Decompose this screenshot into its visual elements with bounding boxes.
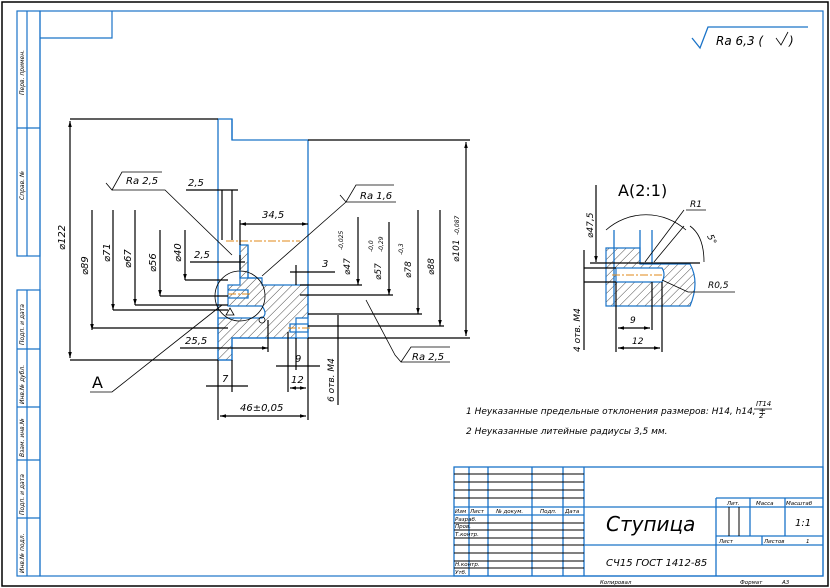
side-label-4: Взам. инв.№ — [19, 418, 26, 457]
tb-header-sign: Подп. — [540, 509, 557, 515]
tb-format-label: Формат — [740, 580, 763, 586]
tb-scale-label: Масштаб — [786, 501, 813, 507]
roughness-ra25-right: Ra 2,5 — [412, 352, 444, 363]
dim-d56: ⌀56 — [148, 253, 159, 272]
tb-mass-label: Масса — [756, 501, 774, 507]
detail-dim-12: 12 — [632, 337, 644, 347]
side-label-0: Перв. примен. — [19, 50, 26, 95]
side-label-6: Инв.№ подл. — [19, 533, 26, 573]
detail-dim-angle: 5° — [704, 233, 717, 247]
side-label-3: Инв.№ дубл. — [19, 365, 26, 404]
side-label-1: Справ. № — [19, 171, 26, 200]
svg-text:-0,29: -0,29 — [378, 236, 385, 252]
side-strip — [16, 10, 41, 577]
dim-d57: ⌀57 — [374, 263, 384, 280]
dim-d122: ⌀122 — [57, 225, 68, 250]
tb-material: СЧ15 ГОСТ 1412-85 — [606, 558, 707, 569]
dim-2-5-top: 2,5 — [188, 178, 204, 189]
dim-2-5-mid: 2,5 — [194, 250, 210, 261]
svg-text:2: 2 — [759, 412, 764, 420]
svg-text:IT14: IT14 — [756, 400, 771, 408]
detail-dim-4-holes-m4: 4 отв. M4 — [573, 308, 583, 352]
side-label-2: Подп. и дата — [19, 304, 26, 345]
general-roughness-text: Ra 6,3 ( — [716, 34, 764, 48]
drawing-frame — [39, 10, 824, 577]
dim-34-5: 34,5 — [262, 210, 284, 221]
general-roughness-symbol: Ra 6,3 ( ) — [691, 26, 808, 50]
note-1: 1 Неуказанные предельные отклонения разм… — [466, 407, 766, 417]
detail-dim-d47-5: ⌀47,5 — [586, 212, 596, 238]
main-view: ⌀122 ⌀89 ⌀71 ⌀67 ⌀56 ⌀40 2,5 2,5 34,5 3 — [57, 118, 470, 420]
tb-header-doc: № докум. — [495, 509, 523, 515]
dim-d67: ⌀67 — [123, 249, 134, 268]
dim-d47: ⌀47 — [343, 258, 353, 275]
tb-part-name: Ступица — [606, 512, 695, 536]
svg-text:-0,3: -0,3 — [398, 243, 405, 255]
dim-3: 3 — [322, 259, 328, 270]
dim-d71: ⌀71 — [102, 243, 113, 262]
detail-dim-9: 9 — [630, 316, 636, 326]
svg-text:-0,025: -0,025 — [338, 230, 345, 250]
svg-text:-0,087: -0,087 — [454, 215, 461, 235]
svg-text:): ) — [788, 34, 794, 48]
dim-d78: ⌀78 — [404, 261, 414, 278]
tb-sheet-label: Лист — [718, 539, 734, 545]
tb-role-ncontrol: Н.контр. — [455, 562, 480, 568]
tb-lit-label: Лит. — [726, 501, 740, 507]
tb-copied: Копировал — [600, 580, 632, 586]
note-2: 2 Неуказанные литейные радиусы 3,5 мм. — [466, 427, 668, 437]
dim-d88: ⌀88 — [427, 258, 437, 275]
detail-view: A(2:1) ⌀47,5 R1 5° R0,5 9 12 4 отв. M4 — [573, 181, 735, 352]
tb-role-checker: Пров. — [455, 524, 471, 530]
roughness-ra25-left: Ra 2,5 — [126, 176, 158, 187]
dim-6-holes-m4: 6 отв. M4 — [327, 358, 337, 402]
dim-46: 46±0,05 — [240, 403, 283, 414]
tb-scale-value: 1:1 — [795, 518, 811, 529]
tb-sheets-label: Листов — [763, 539, 785, 545]
code-box — [40, 11, 113, 39]
tb-header-izm: Изм — [455, 509, 466, 515]
tb-role-developer: Разраб. — [455, 517, 477, 523]
dim-25-5: 25,5 — [185, 336, 207, 347]
roughness-ra16: Ra 1,6 — [360, 191, 392, 202]
side-label-5: Подп. и дата — [19, 474, 26, 515]
dim-d89: ⌀89 — [80, 256, 91, 275]
dim-7: 7 — [222, 374, 229, 385]
technical-notes: 1 Неуказанные предельные отклонения разм… — [466, 400, 772, 437]
tb-header-date: Дата — [564, 509, 580, 515]
tb-header-list: Лист — [469, 509, 485, 515]
view-label-a: A — [92, 373, 103, 392]
tb-format-value: A3 — [781, 580, 790, 586]
tb-role-tcontrol: Т.контр. — [455, 532, 479, 538]
dim-9: 9 — [295, 354, 301, 365]
detail-title: A(2:1) — [618, 181, 667, 200]
detail-dim-r0-5: R0,5 — [708, 281, 729, 291]
tb-sheets-value: 1 — [806, 539, 810, 545]
title-block: Изм Лист № докум. Подп. Дата Разраб. Про… — [453, 466, 824, 586]
tb-role-approved: Утб. — [455, 570, 467, 576]
svg-text:-0,0: -0,0 — [368, 240, 375, 252]
dim-d101: ⌀101 — [452, 239, 462, 262]
dim-d40: ⌀40 — [173, 243, 184, 262]
dim-12: 12 — [291, 375, 304, 386]
detail-dim-r1: R1 — [690, 200, 702, 210]
